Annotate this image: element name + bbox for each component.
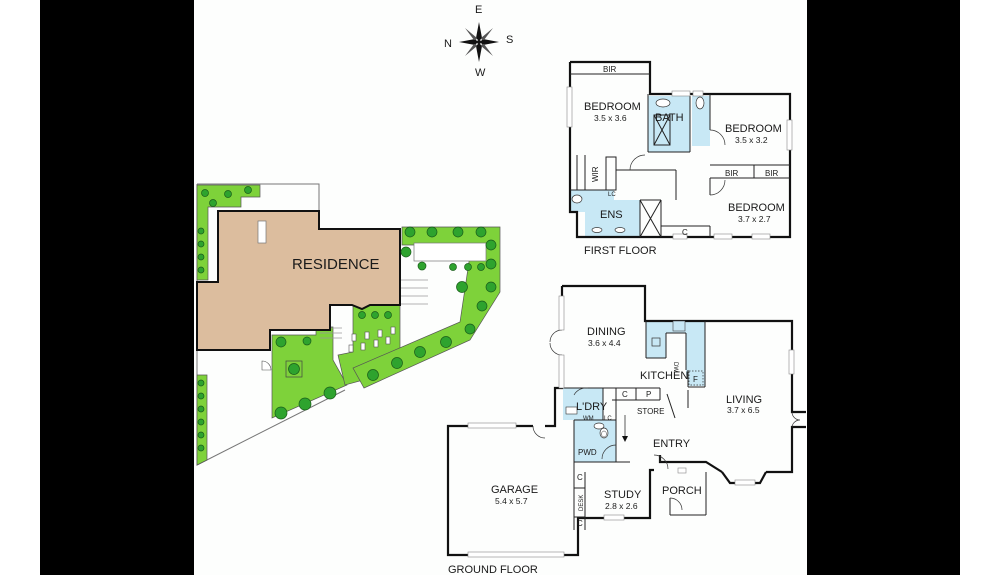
compass-east-label: E	[475, 4, 482, 16]
room-label-living: LIVING	[726, 394, 762, 406]
room-dims-garage: 5.4 x 5.7	[495, 496, 528, 506]
fixture-c-lower: C	[577, 519, 583, 528]
fixture-c-first: C	[682, 228, 688, 237]
room-label-bath: BATH	[655, 112, 684, 124]
room-dims-bedroom1: 3.5 x 3.6	[594, 113, 627, 123]
fixture-lc-ground: LC	[604, 416, 612, 422]
room-dims-living: 3.7 x 6.5	[727, 405, 760, 415]
fixture-pantry: P	[646, 390, 651, 399]
room-dims-dining: 3.6 x 4.4	[588, 338, 621, 348]
room-label-bedroom3: BEDROOM	[728, 202, 785, 214]
room-dims-bedroom2: 3.5 x 3.2	[735, 135, 768, 145]
room-label-wir: WIR	[591, 166, 600, 182]
compass-rose-icon	[459, 22, 499, 62]
room-label-entry: ENTRY	[653, 438, 691, 450]
room-label-garage: GARAGE	[491, 484, 538, 496]
fixture-desk: DESK	[579, 495, 585, 511]
room-label-porch: PORCH	[662, 485, 702, 497]
fixture-lc-first: LC	[608, 192, 616, 198]
fixture-bir-a: BIR	[725, 169, 739, 178]
compass-north-label: N	[444, 38, 452, 50]
room-label-kitchen: KITCHEN	[640, 370, 688, 382]
compass-west-label: W	[475, 67, 486, 79]
fixture-bir-b: BIR	[765, 169, 779, 178]
room-label-pwd: PWD	[578, 448, 597, 457]
residence-footprint	[196, 210, 401, 351]
floor-plan-drawing: E N S W RESIDENCE	[196, 4, 806, 575]
fixture-dw: DW	[672, 362, 678, 372]
floor-plan-canvas: E N S W RESIDENCE	[194, 0, 807, 575]
right-letterbox-bar	[807, 0, 960, 575]
room-label-store: STORE	[637, 407, 664, 416]
room-label-study: STUDY	[604, 489, 642, 501]
first-floor-plan: BIR BEDROOM 3.5 x 3.6 BATH BEDROOM 3.5 x…	[566, 60, 793, 257]
left-letterbox-bar	[40, 0, 194, 575]
fixture-fridge: F	[693, 375, 698, 384]
ground-floor-title: GROUND FLOOR	[448, 564, 538, 575]
room-label-ens: ENS	[600, 209, 623, 221]
residence-label: RESIDENCE	[292, 256, 380, 273]
fixture-bir-top: BIR	[603, 65, 617, 74]
fixture-wm: WM	[583, 416, 594, 422]
fixture-c-ground: C	[622, 390, 628, 399]
ground-floor-plan: DINING 3.6 x 4.4 KITCHEN LIVING 3.7 x 6.…	[446, 284, 806, 575]
room-label-bedroom1: BEDROOM	[584, 101, 641, 113]
first-floor-title: FIRST FLOOR	[584, 245, 657, 257]
room-dims-bedroom3: 3.7 x 2.7	[738, 214, 771, 224]
fixture-c-upper: C	[577, 473, 583, 482]
room-dims-study: 2.8 x 2.6	[605, 501, 638, 511]
room-label-bedroom2: BEDROOM	[725, 123, 782, 135]
site-plan: RESIDENCE	[196, 183, 501, 466]
compass-south-label: S	[506, 34, 513, 46]
room-label-laundry: L'DRY	[576, 401, 608, 413]
room-label-dining: DINING	[587, 326, 626, 338]
tree-icons	[197, 186, 497, 452]
